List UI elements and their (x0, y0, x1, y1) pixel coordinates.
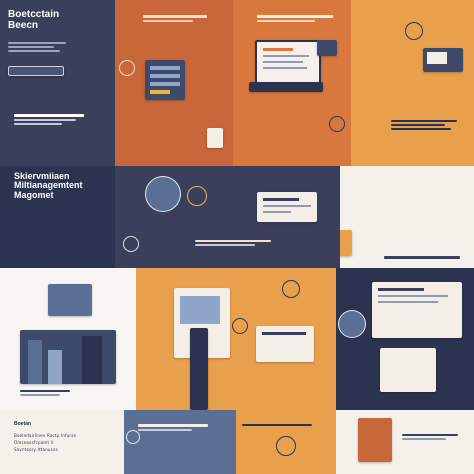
laptop-screen-illustration (255, 40, 321, 84)
camera-icon (123, 236, 139, 252)
panel-top-left: Boetcctain Beecn (0, 0, 115, 166)
panel-bottom-left-line-1: Boeledairlinen Ractp Infurse (14, 433, 77, 438)
panel-top-center-left (115, 0, 233, 166)
panel-middle-left: Skiervmiiaen Miltianagemtent Magomet (0, 166, 115, 268)
laptop-keyboard (249, 82, 323, 92)
panel-middle-center-text (195, 238, 275, 248)
gear-icon (119, 60, 135, 76)
panel-bottom-center-left (124, 410, 236, 474)
panel-middle-center (115, 166, 340, 268)
panel-bottom-right-text (402, 432, 462, 442)
lightbulb-icon (276, 436, 296, 456)
document-icon (207, 128, 223, 148)
hub-icon (282, 280, 300, 298)
panel-top-right-text (391, 118, 461, 132)
report-card (256, 326, 314, 362)
globe-icon-lower (338, 310, 366, 338)
panel-bottom-left-heading: Boetan (14, 421, 31, 427)
panel-middle-right (340, 166, 474, 268)
monitor-screen-illustration (372, 282, 462, 338)
panel-top-left-subtext (14, 112, 84, 127)
panel-top-left-heading: Boetcctain Beecn (8, 9, 60, 31)
panel-top-center (233, 0, 351, 166)
dashboard-card (257, 192, 317, 222)
server-monitor-icon (317, 40, 337, 56)
panel-top-center-title (257, 13, 337, 24)
panel-bottom-left: Boetan Boeledairlinen Ractp Infurse Omse… (0, 410, 124, 474)
chart-sheet (380, 348, 436, 392)
dossier-card (358, 418, 392, 462)
panel-lower-left-text (20, 388, 80, 398)
panel-bottom-center (236, 410, 336, 474)
user-icon (126, 430, 140, 444)
lock-icon (329, 116, 345, 132)
cube-icon (340, 230, 352, 256)
panel-top-left-badge (8, 66, 64, 76)
globe-icon (405, 22, 423, 40)
panel-bottom-right (336, 410, 474, 474)
magnifier-icon (232, 318, 248, 334)
panel-top-center-left-title (143, 13, 213, 24)
shield-lock-icon (145, 176, 181, 212)
panel-top-right (351, 0, 474, 166)
presenter-figure (190, 328, 208, 410)
panel-lower-center (136, 268, 336, 410)
panel-middle-right-text (384, 254, 464, 261)
panel-lower-left (0, 268, 136, 410)
panel-lower-right (336, 268, 474, 410)
panel-bottom-center-left-text (138, 422, 218, 433)
network-node-icon (187, 186, 207, 206)
panel-bottom-left-line-2: Omseaosfcpamt il (14, 440, 54, 445)
truck-illustration (423, 48, 463, 72)
panel-middle-left-heading: Skiervmiiaen Miltianagemtent Magomet (14, 171, 83, 200)
panel-top-left-text (8, 40, 68, 54)
city-skyline-illustration (20, 330, 116, 384)
panel-bottom-center-text (242, 422, 322, 428)
server-rack-illustration (145, 60, 185, 100)
blueprint-card (48, 284, 92, 316)
panel-bottom-left-line-3: Sovntoory Ittanuses (14, 447, 58, 452)
